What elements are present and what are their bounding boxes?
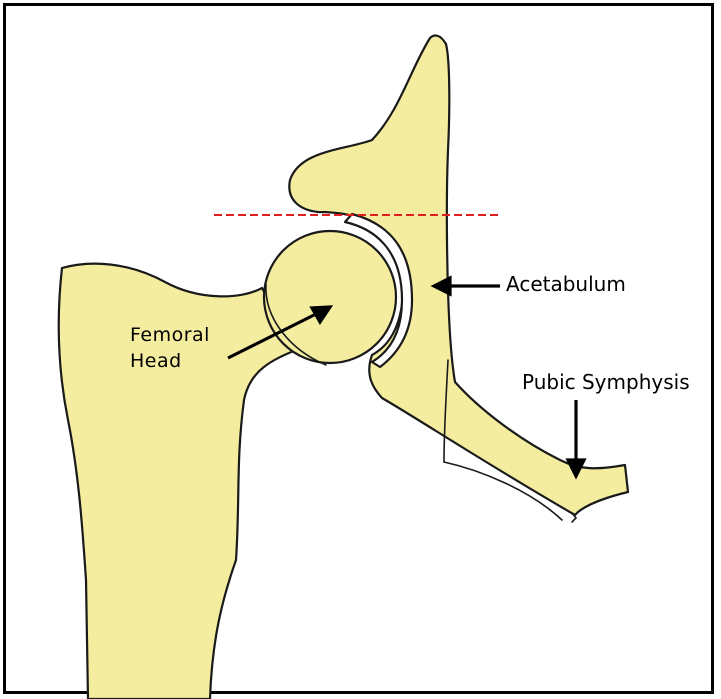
femoral-head-label-line2: Head [130, 348, 210, 374]
femoral-head-label-line1: Femoral [130, 322, 210, 348]
pubic-symphysis-label: Pubic Symphysis [522, 370, 690, 394]
femoral-head [264, 231, 396, 363]
acetabulum-label: Acetabulum [506, 272, 626, 296]
femoral-head-label: Femoral Head [130, 322, 210, 374]
